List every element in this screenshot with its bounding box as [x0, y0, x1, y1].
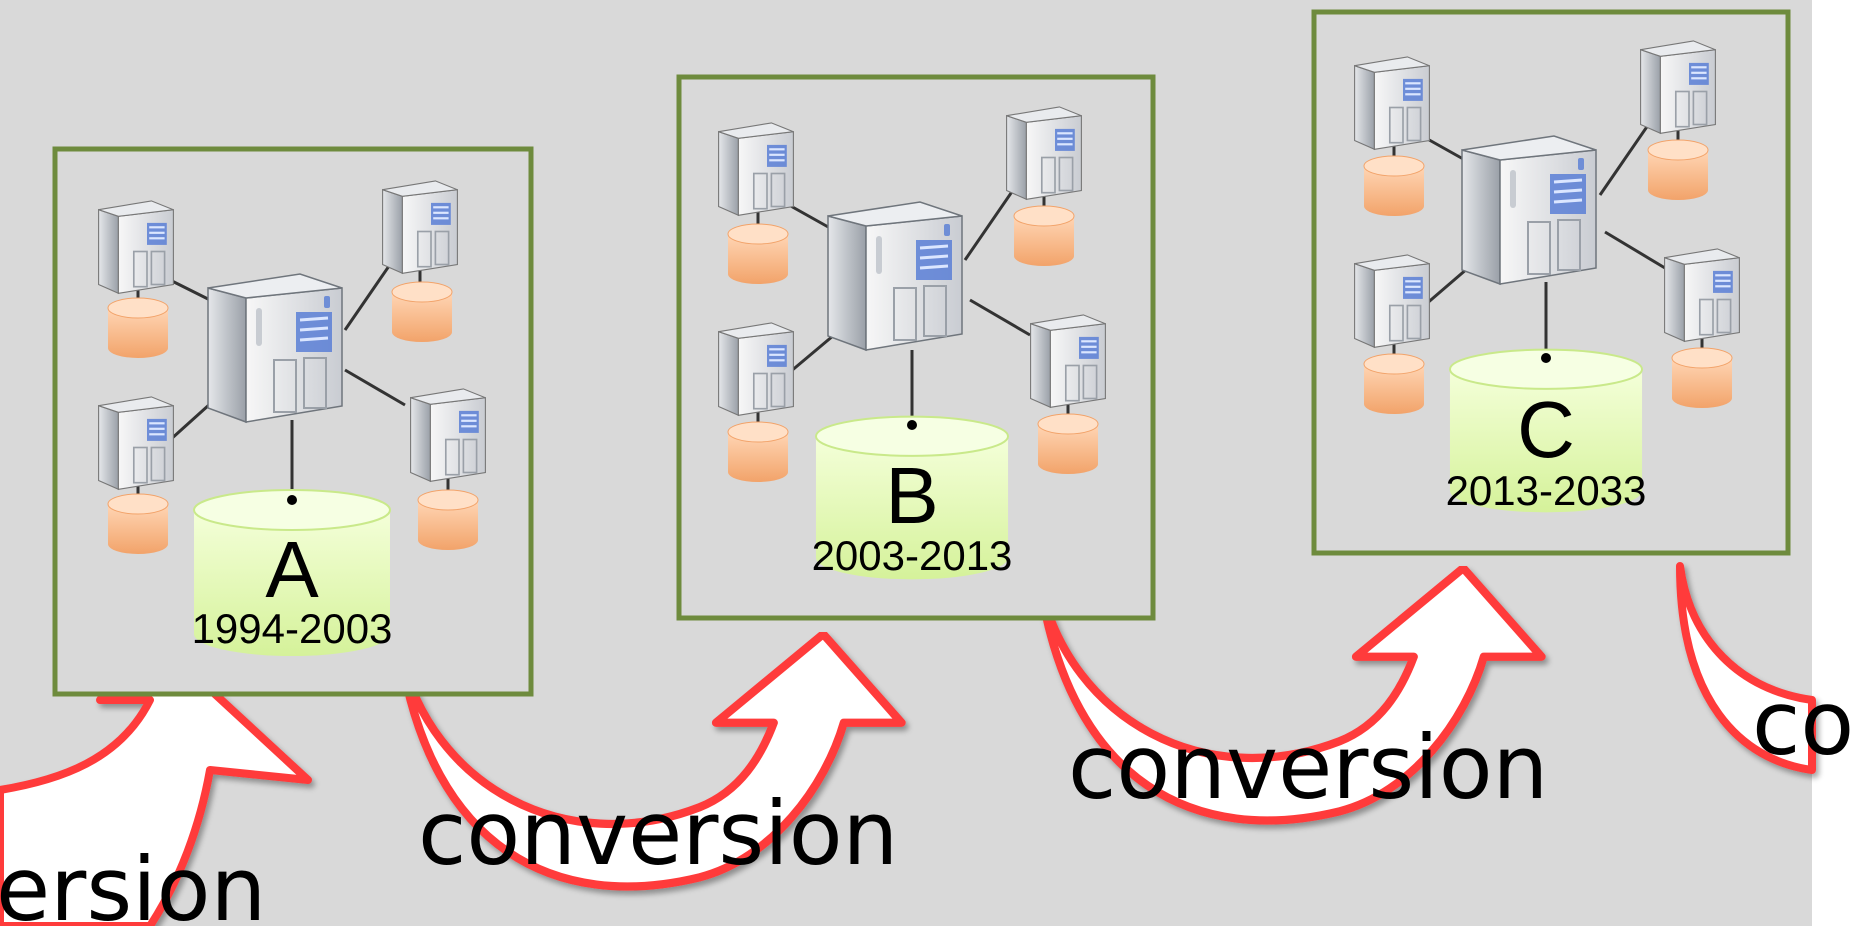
- canvas-edge: [1812, 0, 1850, 926]
- system-c-years: 2013-2033: [1445, 467, 1647, 514]
- conversion-arrow-0: [0, 632, 312, 926]
- conversion-label-3: co: [1752, 672, 1850, 775]
- database-icon: [727, 421, 789, 483]
- server-icon: [97, 199, 175, 295]
- server-icon: [1005, 105, 1083, 201]
- database-icon: [1647, 139, 1709, 201]
- database-icon: [1363, 353, 1425, 415]
- database-icon: [1363, 155, 1425, 217]
- system-box-a: [52, 146, 534, 697]
- conversion-arrow-3: [1676, 562, 1816, 774]
- conversion-label-1: conversion: [418, 782, 899, 885]
- database-icon: [107, 297, 169, 359]
- server-icon: [1663, 247, 1741, 343]
- server-icon: [381, 179, 459, 275]
- server-icon: [206, 272, 344, 424]
- server-icon: [826, 200, 964, 352]
- system-a-letter: A: [265, 525, 319, 614]
- server-icon: [97, 395, 175, 491]
- database-icon: [1671, 347, 1733, 409]
- system-b-letter: B: [885, 451, 939, 540]
- server-icon: [1460, 134, 1598, 286]
- system-box-c: [1311, 9, 1791, 556]
- system-a-years: 1994-2003: [191, 605, 393, 652]
- system-c-letter: C: [1517, 385, 1575, 474]
- server-icon: [1639, 39, 1717, 135]
- database-icon: [391, 281, 453, 343]
- server-icon: [1029, 313, 1107, 409]
- database-icon: [727, 223, 789, 285]
- system-b-years: 2003-2013: [811, 532, 1013, 579]
- server-icon: [1353, 253, 1431, 349]
- conversion-label-2: conversion: [1068, 716, 1549, 819]
- server-icon: [717, 121, 795, 217]
- system-box-b: [676, 74, 1156, 621]
- server-icon: [717, 321, 795, 417]
- database-icon: [1037, 413, 1099, 475]
- database-icon: [417, 489, 479, 551]
- database-icon: [107, 493, 169, 555]
- server-icon: [409, 387, 487, 483]
- conversion-label-0: ersion: [0, 838, 267, 926]
- database-icon: [1013, 205, 1075, 267]
- server-icon: [1353, 55, 1431, 151]
